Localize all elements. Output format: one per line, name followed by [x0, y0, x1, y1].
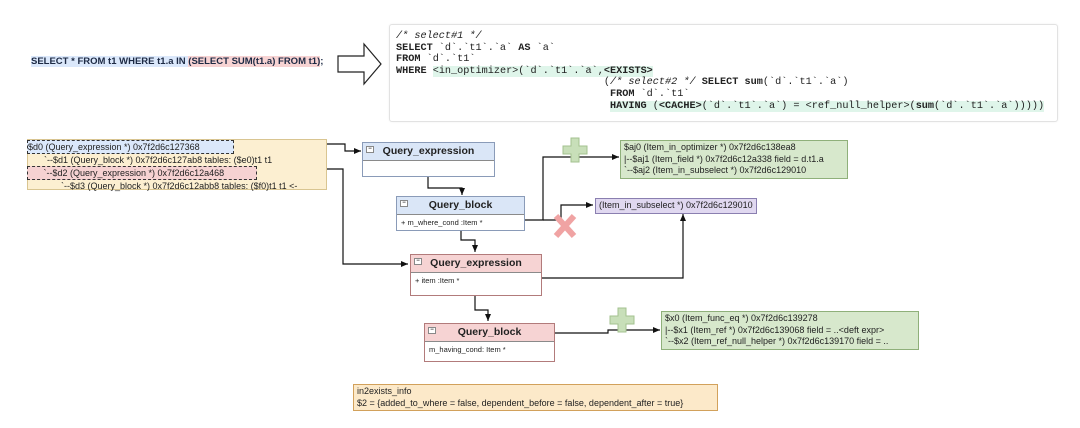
in-optimizer-line: `--$aj2 (Item_in_subselect *) 0x7f2d6c12… [624, 165, 807, 175]
node-attribute-item: + item :Item * [411, 273, 541, 293]
in-optimizer-line: $aj0 (Item_in_optimizer *) 0x7f2d6c138ea… [624, 142, 796, 152]
func-eq-line: |--$x1 (Item_ref *) 0x7f2d6c139068 field… [665, 324, 885, 335]
code-line: (/* select#2 */ SELECT sum(`d`.`t1`.`a`) [396, 77, 1057, 89]
node-title: Query_block [457, 326, 522, 338]
code-token: <CACHE> [658, 100, 702, 112]
code-line: WHERE <in_optimizer>(`d`.`t1`.`a`,<EXIST… [396, 65, 1057, 78]
code-token: /* select#2 */ [609, 77, 696, 89]
node-title: Query_expression [382, 145, 475, 157]
code-token: ( [396, 77, 610, 89]
code-token [396, 89, 610, 100]
tree-line-d2-text: `--$d2 (Query_expression *) 0x7f2d6c12a4… [36, 168, 225, 178]
edge-where-cond-to-in-optimizer [523, 154, 619, 221]
code-token: `a` [530, 42, 555, 54]
code-token: <EXISTS> [603, 65, 653, 77]
code-token: /* select#1 */ [396, 31, 482, 42]
code-token: WHERE [396, 65, 427, 77]
code-token: ( [646, 100, 659, 112]
collapse-icon[interactable]: − [366, 146, 374, 153]
edge-d2-to-inner-query-expression [325, 168, 408, 267]
tree-line-d3: `--$d3 (Query_block *) 0x7f2d6c12abb8 ta… [46, 181, 298, 191]
func-eq-line: $x0 (Item_func_eq *) 0x7f2d6c139278 [665, 313, 818, 323]
plus-icon [562, 137, 588, 163]
x-icon [553, 213, 577, 239]
edge-item-to-in-subselect [540, 214, 686, 279]
collapse-icon[interactable]: − [414, 258, 422, 265]
func-eq-tree-box: $x0 (Item_func_eq *) 0x7f2d6c139278 |--$… [661, 311, 919, 350]
code-token: sum [915, 100, 935, 112]
sql-subquery: (SELECT SUM(t1.a) FROM t1) [188, 56, 321, 67]
code-token: (`d`.`t1`.`a`))))) [934, 100, 1045, 112]
in-optimizer-line: |--$aj1 (Item_field *) 0x7f2d6c12a338 fi… [624, 153, 824, 164]
code-line: FROM `d`.`t1` [396, 54, 1057, 66]
code-line: SELECT `d`.`t1`.`a` AS `a` [396, 43, 1057, 55]
in2exists-info-box: in2exists_info $2 = {added_to_where = fa… [353, 384, 718, 411]
sql-terminator: ; [320, 56, 324, 67]
sql-statement: SELECT * FROM t1 WHERE t1.a IN (SELECT S… [31, 56, 323, 67]
func-eq-line: `--$x2 (Item_ref_null_helper *) 0x7f2d6c… [665, 336, 889, 346]
edge-qe-to-qb [427, 176, 465, 195]
rewritten-query-code: /* select#1 */SELECT `d`.`t1`.`a` AS `a`… [390, 25, 1057, 112]
code-token: <in_optimizer>(`d`.`t1`.`a`, [432, 65, 604, 77]
edge-having-cond-to-func-eq [553, 327, 660, 334]
code-token: `d`.`t1` [634, 88, 690, 100]
in2exists-info-title: in2exists_info [357, 386, 412, 396]
plus-icon [609, 307, 635, 333]
outer-query-expression-node[interactable]: − Query_expression [362, 142, 495, 177]
right-arrow-icon [337, 42, 382, 86]
code-token [396, 101, 610, 112]
code-line: HAVING (<CACHE>(`d`.`t1`.`a`) = <ref_nul… [396, 100, 1057, 113]
code-token: `d`.`t1`.`a` [432, 42, 519, 54]
tree-line-d2: `--$d2 (Query_expression *) 0x7f2d6c12a4… [27, 166, 257, 180]
edge-d0-to-query-expression [325, 143, 361, 154]
code-line: /* select#1 */ [396, 31, 1057, 43]
code-token: SELECT [701, 77, 739, 89]
collapse-icon[interactable]: − [400, 200, 408, 207]
tree-line-d1: `--$d1 (Query_block *) 0x7f2d6c127ab8 ta… [44, 155, 273, 165]
code-token: `d`.`t1` [420, 54, 476, 66]
node-body [363, 161, 494, 176]
code-token: (`d`.`t1`.`a`) [762, 77, 849, 89]
code-token: FROM [396, 54, 421, 66]
node-attribute-having-cond: m_having_cond: Item * [425, 342, 554, 359]
code-token: sum [744, 77, 763, 89]
outer-query-block-node[interactable]: − Query_block + m_where_cond :Item * [396, 196, 525, 231]
sql-outer-query: SELECT * FROM t1 WHERE t1.a IN [31, 56, 189, 67]
code-token [427, 66, 433, 77]
inner-query-expression-node[interactable]: − Query_expression + item :Item * [410, 254, 542, 296]
in-optimizer-tree-box: $aj0 (Item_in_optimizer *) 0x7f2d6c138ea… [620, 140, 848, 179]
node-title: Query_block [428, 199, 493, 211]
node-title: Query_expression [430, 257, 522, 269]
code-token: (`d`.`t1`.`a`) = <ref_null_helper>( [701, 100, 916, 112]
in-subselect-box: (Item_in_subselect *) 0x7f2d6c129010 [595, 198, 757, 214]
code-line: FROM `d`.`t1` [396, 89, 1057, 101]
code-token: AS [518, 42, 531, 54]
code-token: HAVING [609, 100, 647, 112]
in2exists-info-value: $2 = {added_to_where = false, dependent_… [357, 397, 684, 408]
code-token: SELECT [396, 42, 433, 54]
collapse-icon[interactable]: − [428, 327, 436, 334]
edge-inner-qe-to-inner-qb [474, 295, 491, 321]
tree-line-d0: $d0 (Query_expression *) 0x7f2d6c127368 [27, 140, 234, 154]
rewritten-query-panel: /* select#1 */SELECT `d`.`t1`.`a` AS `a`… [389, 24, 1058, 122]
edge-where-cond-to-in-subselect [543, 202, 593, 221]
edge-qb-to-inner-qe [460, 230, 478, 252]
node-attribute-where-cond: + m_where_cond :Item * [397, 215, 524, 230]
inner-query-block-node[interactable]: − Query_block m_having_cond: Item * [424, 323, 555, 362]
debug-tree: $d0 (Query_expression *) 0x7f2d6c127368 … [27, 139, 327, 191]
code-token: FROM [609, 88, 635, 100]
